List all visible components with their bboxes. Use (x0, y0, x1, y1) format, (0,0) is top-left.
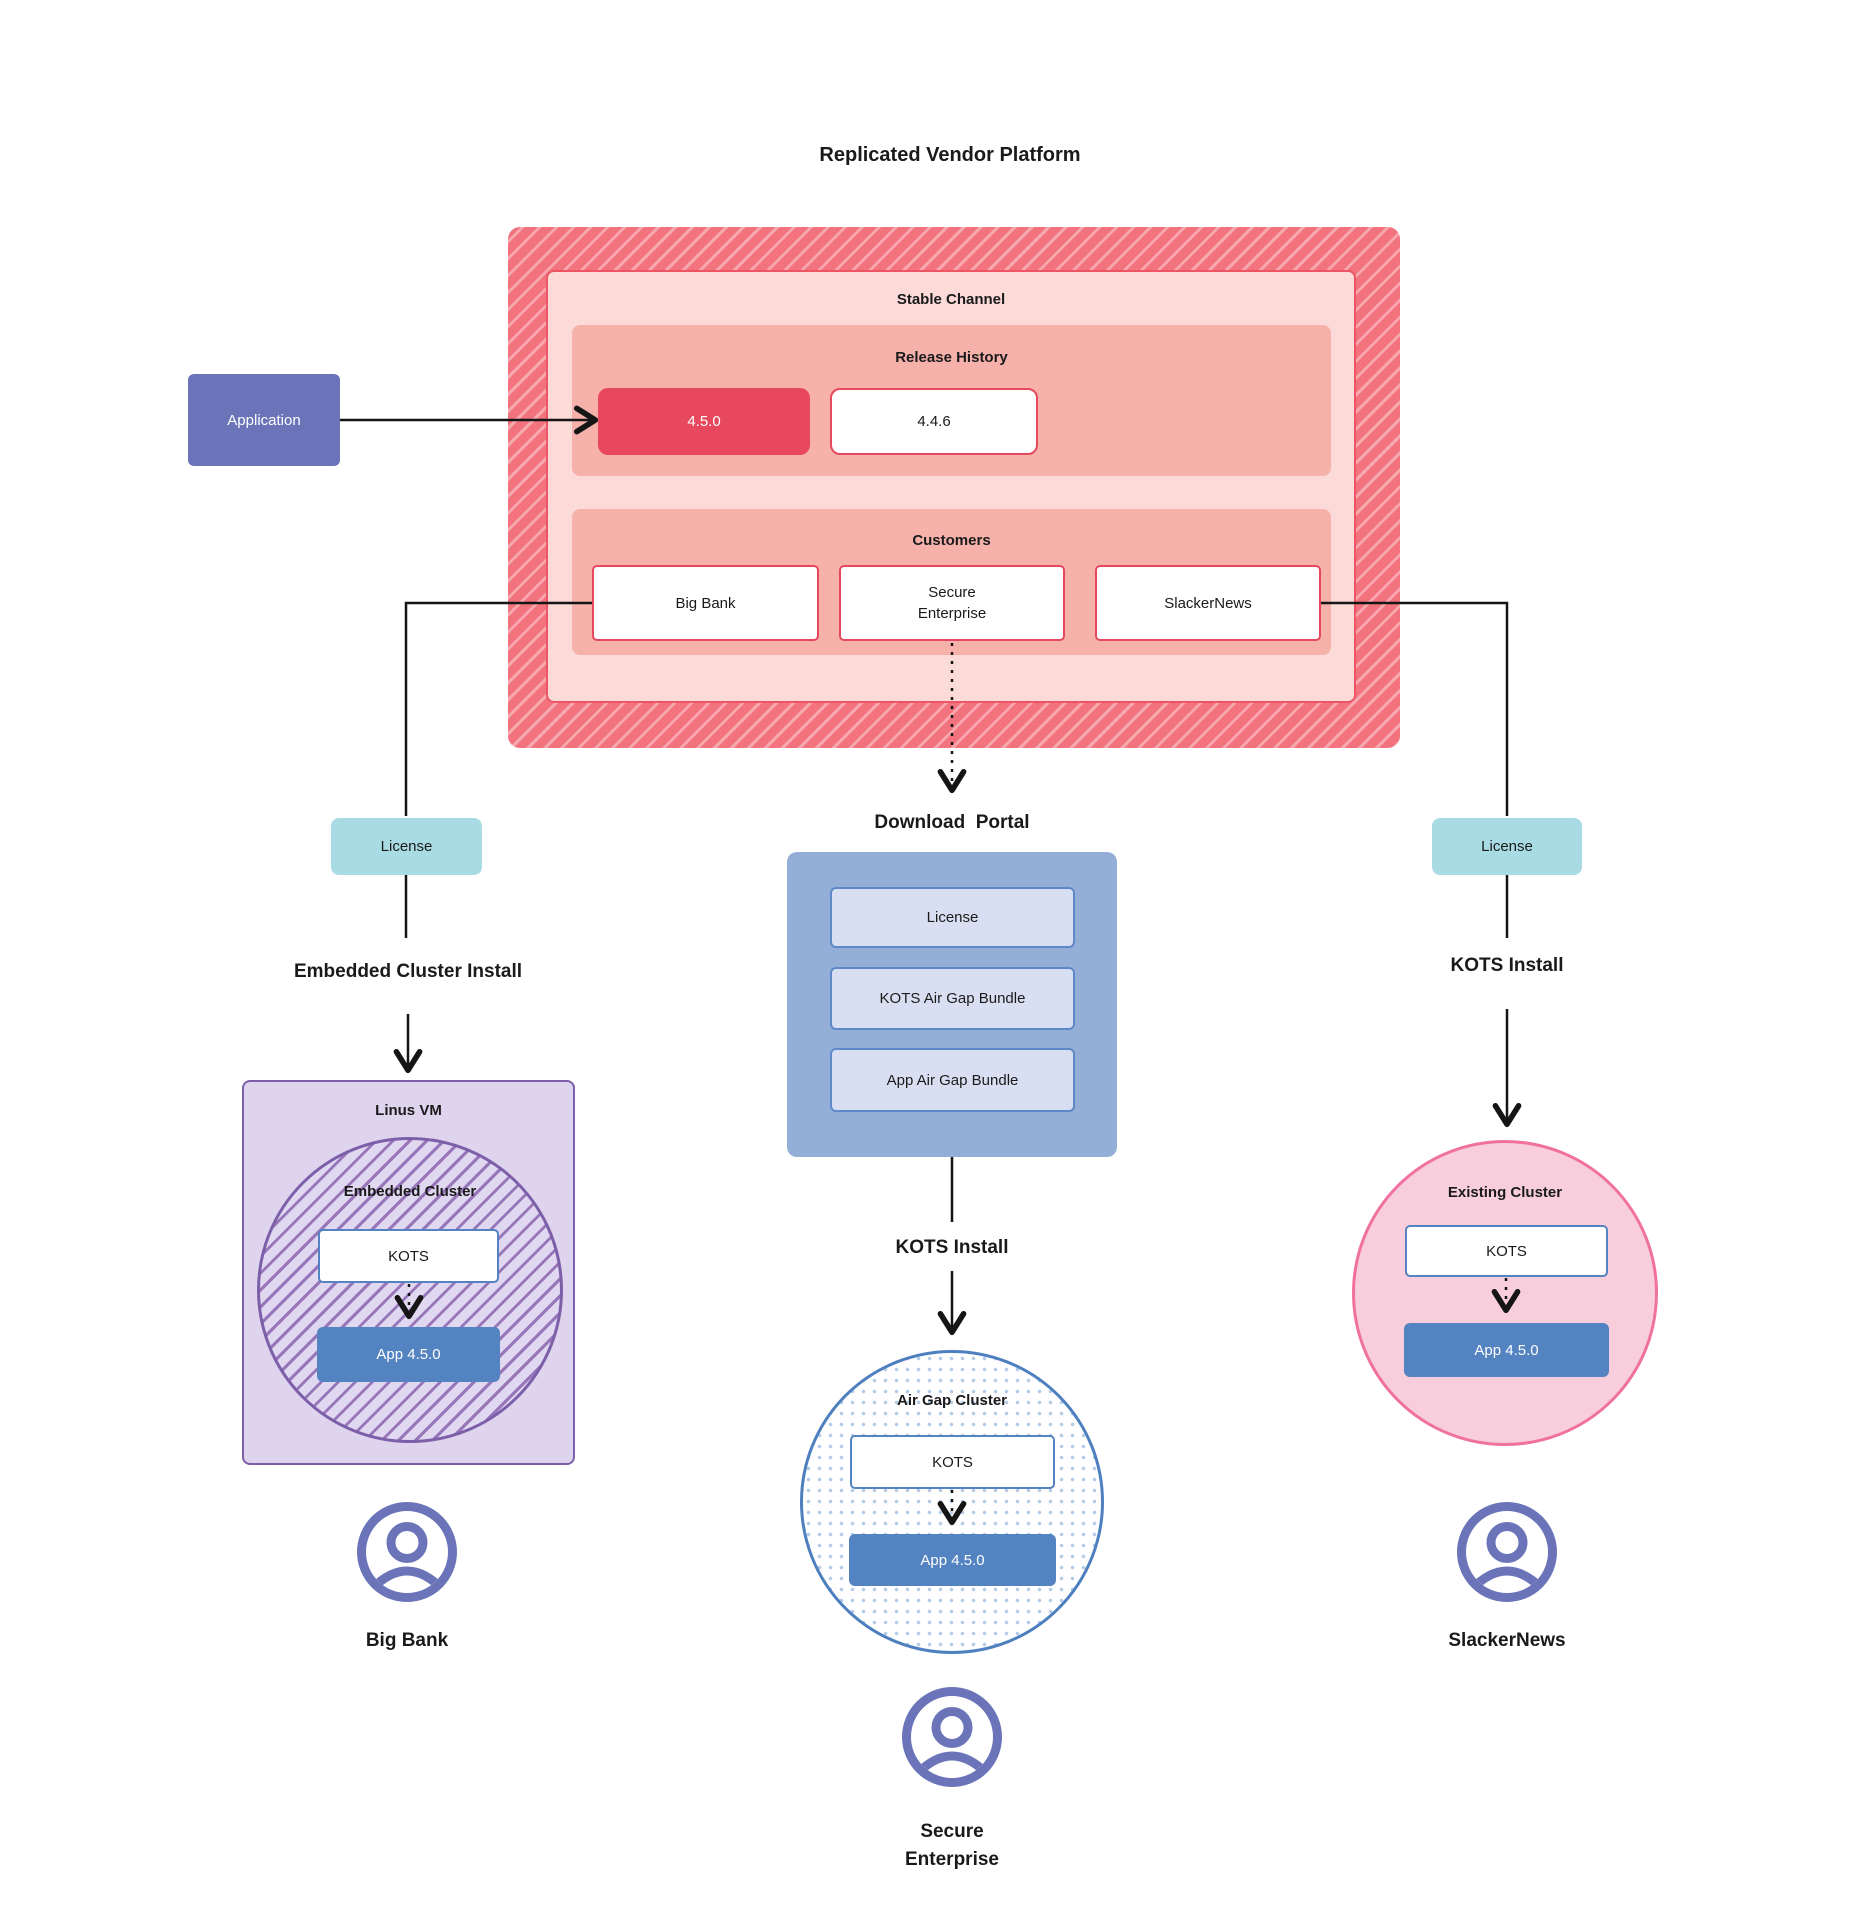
release-version-current: 4.5.0 (598, 388, 810, 455)
embedded-cluster-label: Embedded Cluster (343, 1182, 477, 1200)
diagram-title: Replicated Vendor Platform (819, 144, 1081, 166)
license-chip-left: License (331, 818, 482, 875)
customer-box-secure-enterprise: Secure Enterprise (839, 565, 1065, 641)
customer-box-slackernews: SlackerNews (1095, 565, 1321, 641)
kots-box-left: KOTS (318, 1229, 499, 1283)
user-icon (1457, 1502, 1557, 1602)
user-icon (902, 1687, 1002, 1787)
embedded-cluster-circle (257, 1137, 563, 1443)
customer-box-big-bank: Big Bank (592, 565, 819, 641)
kots-box-right: KOTS (1405, 1225, 1608, 1277)
user-icon (357, 1502, 457, 1602)
embedded-cluster-install-label: Embedded Cluster Install (293, 961, 523, 982)
license-chip-right: License (1432, 818, 1582, 875)
portal-item-app-airgap-bundle: App Air Gap Bundle (830, 1048, 1075, 1112)
application-box: Application (188, 374, 340, 466)
kots-box-middle: KOTS (850, 1435, 1055, 1489)
portal-item-kots-airgap-bundle: KOTS Air Gap Bundle (830, 967, 1075, 1030)
app-box-right: App 4.5.0 (1404, 1323, 1609, 1377)
app-box-middle: App 4.5.0 (849, 1534, 1056, 1586)
linus-vm-label: Linus VM (375, 1101, 442, 1119)
user-label-big-bank: Big Bank (365, 1630, 449, 1651)
download-portal-title: Download Portal (874, 812, 1030, 833)
portal-item-license: License (830, 887, 1075, 948)
app-box-left: App 4.5.0 (317, 1327, 500, 1382)
kots-install-label-middle: KOTS Install (895, 1237, 1009, 1258)
kots-install-label-right: KOTS Install (1450, 955, 1564, 976)
customers-label: Customers (912, 531, 991, 549)
customer-box-label: Secure Enterprise (917, 584, 987, 622)
existing-cluster-label: Existing Cluster (1447, 1183, 1563, 1201)
stable-channel-label: Stable Channel (896, 290, 1006, 308)
customer-box-label: Big Bank (675, 594, 736, 612)
release-version-previous: 4.4.6 (830, 388, 1038, 455)
release-history-label: Release History (895, 348, 1008, 366)
user-label-slackernews: SlackerNews (1448, 1630, 1566, 1651)
customer-box-label: SlackerNews (1164, 594, 1252, 612)
air-gap-cluster-label: Air Gap Cluster (896, 1391, 1008, 1409)
user-label-secure-enterprise: Secure Enterprise (905, 1821, 999, 1870)
